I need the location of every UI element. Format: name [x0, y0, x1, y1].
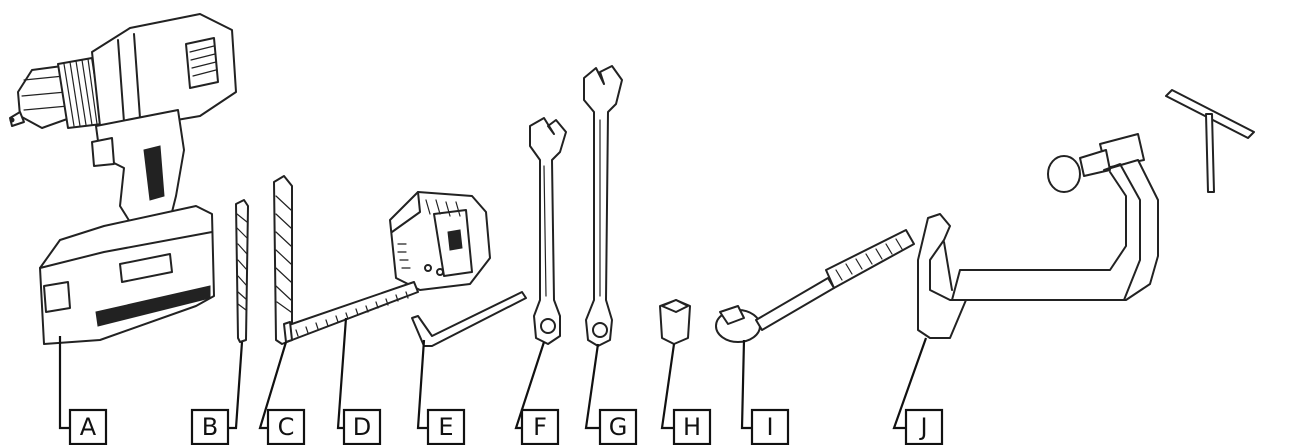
hex-key: [412, 292, 526, 346]
label-g: G: [609, 413, 628, 441]
cordless-drill: [10, 14, 236, 344]
socket: [660, 300, 690, 344]
label-j: J: [918, 413, 927, 441]
c-clamp: [918, 90, 1254, 338]
label-e: E: [438, 413, 453, 441]
ratchet: [716, 230, 914, 342]
leader-line-i: [742, 340, 752, 428]
combination-wrench-small: [530, 118, 566, 344]
leader-line-b: [228, 342, 242, 428]
leader-line-h: [662, 344, 674, 428]
tape-measure: [284, 192, 490, 342]
label-d: D: [353, 413, 371, 441]
label-h: H: [683, 413, 701, 441]
label-b: B: [202, 413, 218, 441]
label-i: I: [766, 413, 773, 441]
label-c: C: [278, 413, 295, 441]
label-f: F: [533, 413, 547, 441]
drill-bit-large: [274, 176, 292, 344]
label-a: A: [80, 413, 97, 441]
leader-line-a: [60, 336, 70, 428]
leader-line-e: [418, 340, 428, 428]
leader-line-g: [586, 344, 600, 428]
drill-bit-small: [236, 200, 248, 342]
combination-wrench-large: [584, 66, 622, 346]
